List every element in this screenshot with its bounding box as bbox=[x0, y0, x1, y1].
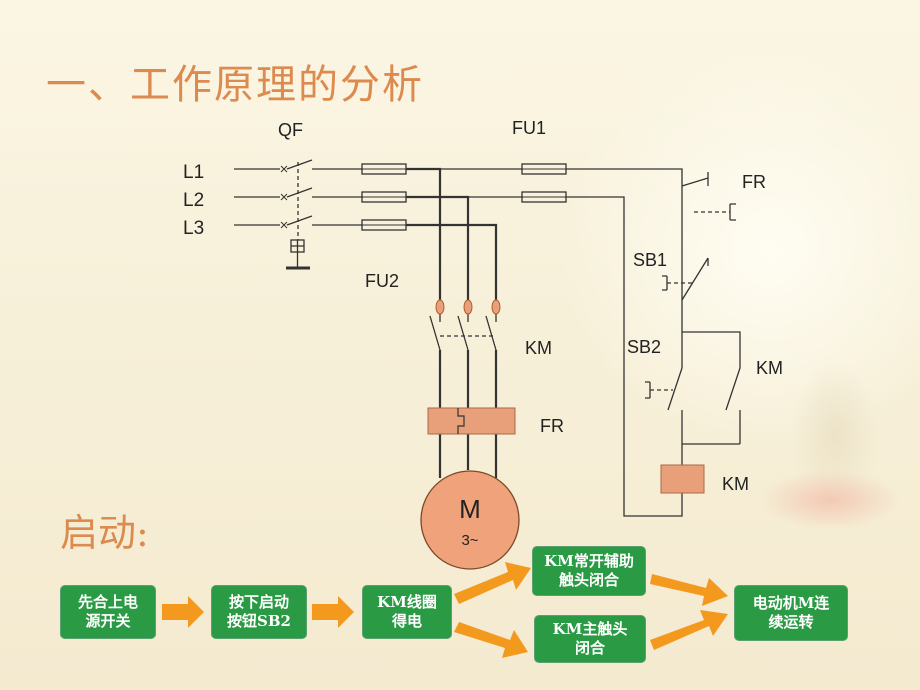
flow-box-km-coil: KM线圈得电 bbox=[362, 585, 452, 639]
l3-label: L3 bbox=[183, 218, 204, 239]
flow-arrow-1 bbox=[162, 596, 204, 628]
flow-box-3-line-2: 得电 bbox=[391, 612, 422, 630]
motor-symbol bbox=[420, 470, 520, 570]
flow-box-5-line-2: 闭合 bbox=[574, 639, 605, 657]
km-coil-label: KM bbox=[722, 474, 749, 494]
flow-box-6-line-1: 电动机M连 bbox=[752, 594, 830, 612]
flow-box-press-sb2: 按下启动按钮SB2 bbox=[211, 585, 307, 639]
flow-box-4-line-2: 触头闭合 bbox=[558, 571, 619, 589]
qf-label: QF bbox=[278, 120, 303, 140]
l1-label: L1 bbox=[183, 162, 204, 183]
page-title: 一、工作原理的分析 bbox=[46, 62, 424, 108]
flow-box-motor-run: 电动机M连续运转 bbox=[734, 585, 848, 641]
km-coil bbox=[660, 464, 705, 494]
flow-box-5-line-1: KM主触头 bbox=[552, 620, 628, 638]
sb2-label: SB2 bbox=[627, 337, 661, 357]
km-aux-label: KM bbox=[756, 358, 783, 378]
fuse-cap-3 bbox=[491, 299, 501, 315]
flow-box-2-line-2: 按钮SB2 bbox=[227, 612, 291, 630]
fu1-label: FU1 bbox=[512, 118, 546, 138]
fr-main-label: FR bbox=[540, 416, 564, 436]
flow-arrow-3 bbox=[454, 562, 531, 604]
fr-thermal-relay bbox=[427, 407, 516, 435]
start-label: 启动: bbox=[60, 511, 149, 555]
km-main-label: KM bbox=[525, 338, 552, 358]
fuse-cap-1 bbox=[435, 299, 445, 315]
flow-arrow-2 bbox=[312, 596, 354, 628]
flow-box-2-line-1: 按下启动 bbox=[228, 593, 289, 611]
flow-box-1-line-2: 源开关 bbox=[85, 612, 131, 630]
bg-scarf-shape bbox=[760, 470, 900, 530]
flow-arrow-5 bbox=[650, 574, 728, 606]
motor-phase-label: 3~ bbox=[461, 532, 478, 549]
fu2-label: FU2 bbox=[365, 271, 399, 291]
flow-arrow-4 bbox=[454, 622, 528, 658]
flow-box-1-line-1: 先合上电 bbox=[77, 593, 138, 611]
flow-box-close-power: 先合上电源开关 bbox=[60, 585, 156, 639]
sb1-label: SB1 bbox=[633, 250, 667, 270]
flow-box-km-main-close: KM主触头闭合 bbox=[534, 615, 646, 663]
fuse-cap-2 bbox=[463, 299, 473, 315]
flow-box-6-line-2: 续运转 bbox=[768, 613, 814, 631]
flow-box-3-line-1: KM线圈 bbox=[377, 593, 437, 611]
flow-box-km-aux-close: KM常开辅助触头闭合 bbox=[532, 546, 646, 596]
l2-label: L2 bbox=[183, 190, 204, 211]
fr-ctrl-label: FR bbox=[742, 172, 766, 192]
motor-m-label: M bbox=[459, 494, 481, 524]
flow-arrow-6 bbox=[650, 610, 728, 650]
flow-box-4-line-1: KM常开辅助 bbox=[544, 552, 634, 570]
